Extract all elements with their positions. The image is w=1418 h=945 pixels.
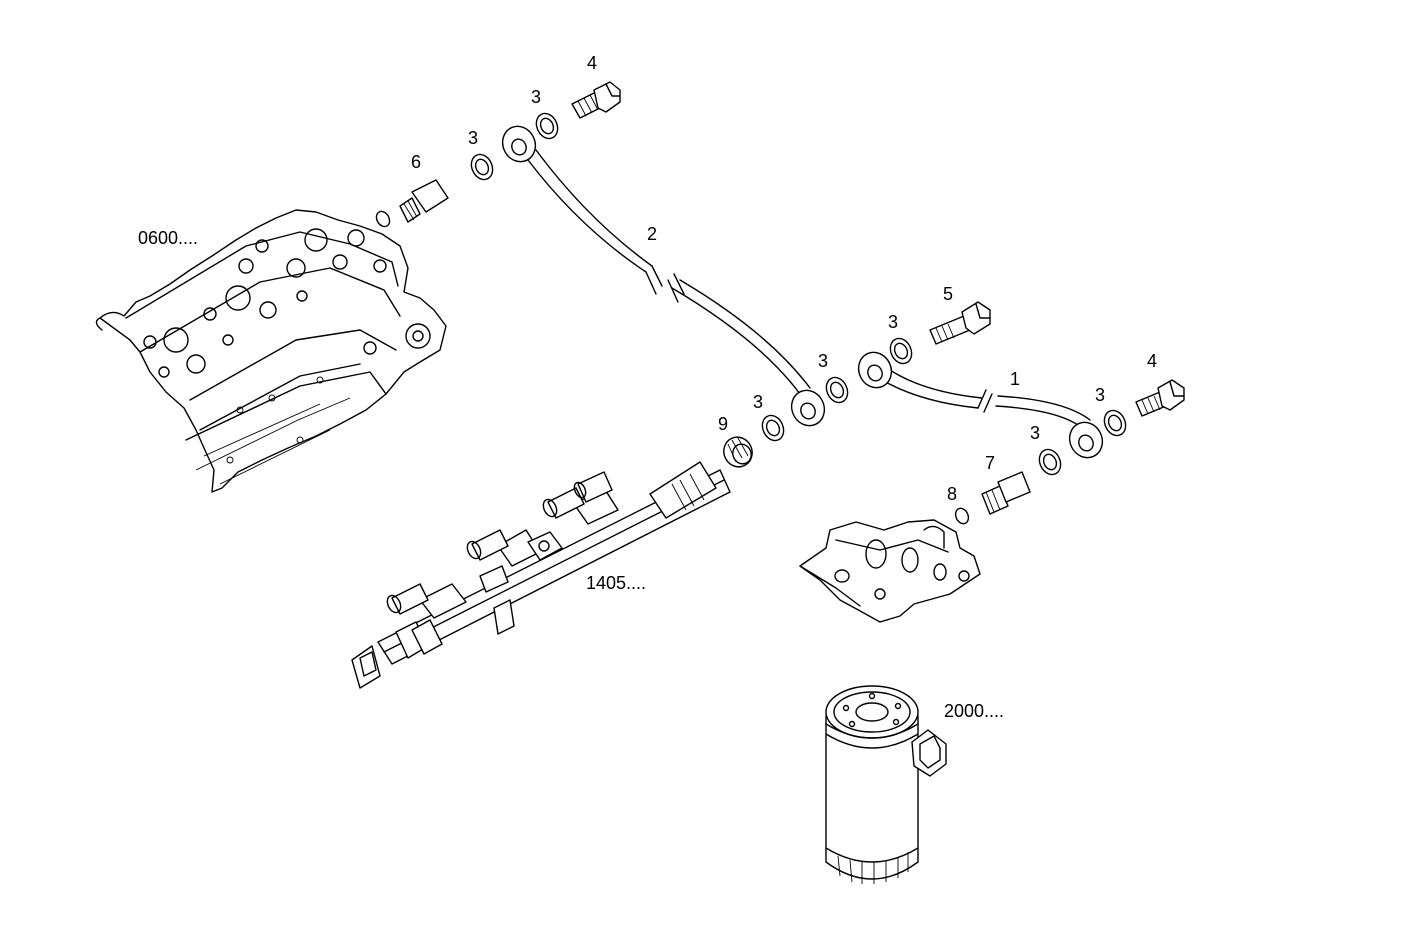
label-washer-3-d: 3	[753, 392, 763, 412]
pressure-sensor-6	[375, 179, 449, 228]
label-filter: 2000....	[944, 701, 1004, 721]
injector-outlet-3	[542, 471, 619, 525]
banjo-bolt-4-top	[571, 81, 621, 119]
label-sensor-6: 6	[411, 152, 421, 172]
head-bolt-holes	[143, 228, 431, 464]
label-pipe-1: 1	[1010, 369, 1020, 389]
seal-8	[954, 507, 970, 525]
fuel-pipe-1	[857, 351, 1104, 459]
washer-3-b	[535, 112, 559, 140]
filter-head-bracket	[799, 519, 981, 623]
label-washer-3-b: 3	[531, 87, 541, 107]
label-rail: 1405....	[586, 573, 646, 593]
label-head: 0600....	[138, 228, 198, 248]
washer-3-e	[889, 337, 913, 365]
label-plug-9: 9	[718, 414, 728, 434]
label-bolt-5: 5	[943, 284, 953, 304]
label-washer-3-c: 3	[818, 351, 828, 371]
cylinder-head-assembly	[95, 209, 447, 493]
fuel-filter-cartridge	[825, 685, 947, 884]
washer-3-d	[761, 414, 785, 442]
washer-3-c	[825, 376, 849, 404]
sensor-7	[981, 471, 1031, 515]
injector-outlet-1	[386, 583, 467, 619]
banjo-bolt-4-right	[1135, 379, 1185, 417]
washer-3-f	[1103, 409, 1127, 437]
label-bolt-4-right: 4	[1147, 351, 1157, 371]
label-washer-3-f: 3	[1095, 385, 1105, 405]
label-washer-8: 8	[947, 484, 957, 504]
washer-3-a	[470, 153, 494, 181]
injector-outlet-2	[466, 529, 563, 567]
label-pipe-2: 2	[647, 224, 657, 244]
plug-9	[723, 436, 753, 468]
washer-3-g	[1038, 448, 1062, 476]
label-washer-3-a: 3	[468, 128, 478, 148]
label-washer-3-g: 3	[1030, 423, 1040, 443]
label-washer-3-e: 3	[888, 312, 898, 332]
fuel-rail-assembly	[351, 461, 731, 689]
callout-labels: 0600.... 1405.... 2000.... 2 1 4 4 5 6 7…	[138, 53, 1157, 721]
label-sensor-7: 7	[985, 453, 995, 473]
label-bolt-4-top: 4	[587, 53, 597, 73]
banjo-bolt-5	[929, 301, 991, 345]
fuel-pipe-2	[501, 125, 826, 427]
